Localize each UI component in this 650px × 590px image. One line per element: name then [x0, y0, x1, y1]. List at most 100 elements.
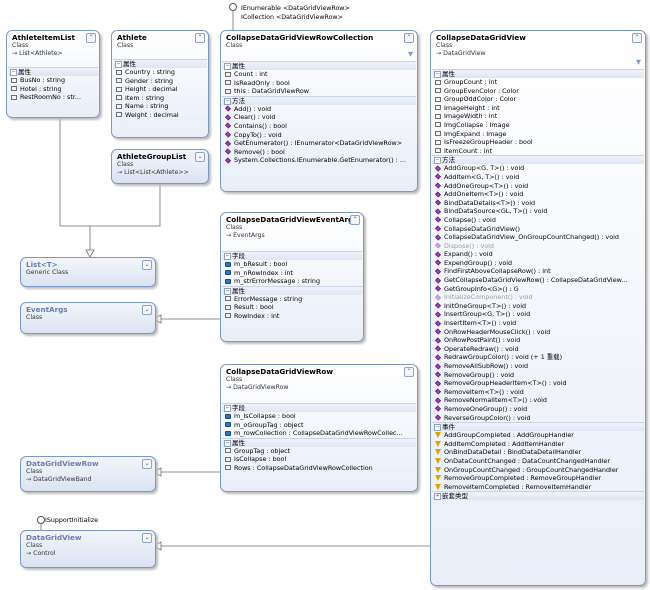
member-property: IsReadOnly : bool — [222, 79, 416, 88]
method-icon — [434, 319, 442, 327]
class-collapserowcollection[interactable]: CollapseDataGridViewRowCollection Class … — [220, 30, 418, 192]
field-icon — [225, 422, 231, 428]
member-event: RemoveGroupCompleted : RemoveGroupHandle… — [432, 474, 644, 483]
class-datagridviewrow[interactable]: DataGridViewRow Class → DataGridViewBand… — [20, 456, 156, 492]
section-header-events[interactable]: −事件 — [432, 422, 644, 432]
method-icon — [434, 225, 442, 232]
section-header-properties[interactable]: −属性 — [432, 69, 644, 78]
property-icon — [11, 94, 17, 100]
event-icon — [435, 440, 441, 447]
member-label: m_strErrorMessage : string — [234, 277, 321, 286]
class-datagridview[interactable]: DataGridView Class → Control ⌄ — [20, 530, 156, 568]
expand-toggle-icon[interactable]: ⌄ — [142, 459, 152, 469]
section-header-properties[interactable]: −属性 — [113, 59, 207, 68]
class-kind: Class — [26, 468, 43, 475]
member-method: CollapseDataGridView_OnGroupCountChanged… — [432, 233, 644, 242]
member-event: OnGroupCountChanged : GroupCountChangedH… — [432, 466, 644, 475]
method-icon — [434, 380, 442, 387]
member-method: Expand() : void — [432, 250, 644, 259]
member-label: RemoveNormalItem<T>() : void — [444, 396, 547, 405]
member-label: GetGroupInfo<G>() : G — [444, 284, 519, 293]
class-kind: Class — [226, 224, 243, 231]
member-method: RemoveItem<T>() : void — [432, 388, 644, 397]
member-label: IsReadOnly : bool — [234, 78, 290, 87]
expand-toggle-icon[interactable]: ⌄ — [142, 305, 152, 315]
section-header-fields[interactable]: −字段 — [222, 403, 416, 412]
inherit-line-grouplist — [89, 183, 161, 250]
member-label: RemoveGroupHeaderItem<T>() : void — [444, 379, 567, 388]
section-label: 属性 — [18, 68, 31, 76]
member-property: ErrorMessage : string — [222, 295, 362, 304]
section-header-properties[interactable]: −属性 — [222, 61, 416, 70]
method-icon — [434, 242, 442, 249]
class-list-t[interactable]: List<T> Generic Class ⌄ — [20, 257, 156, 287]
event-icon — [435, 466, 441, 473]
member-method: GetEnumerator() : IEnumerator<DataGridVi… — [222, 139, 416, 148]
section-header-methods[interactable]: −方法 — [222, 95, 416, 105]
member-label: m_bResult : bool — [234, 260, 288, 268]
class-header: AthleteGroupList Class → List<List<Athle… — [112, 150, 208, 177]
collapse-toggle-icon[interactable]: ⌃ — [195, 33, 205, 43]
member-property: BusNo : string — [8, 76, 98, 85]
class-header: CollapseDataGridViewRowCollection Class … — [221, 31, 417, 51]
property-icon — [435, 139, 441, 145]
class-athleteitemlist[interactable]: AthleteItemList Class → List<Athlete> ⌃ … — [6, 30, 100, 118]
class-base: → List<Athlete> — [12, 49, 63, 57]
filter-icon[interactable]: ▼ — [408, 50, 413, 58]
member-label: OnRowPostPaint() : void — [444, 336, 521, 345]
class-collapserow[interactable]: CollapseDataGridViewRow Class → DataGrid… — [220, 364, 418, 492]
member-event: AddItemCompleted : AddItemHandler — [432, 440, 644, 449]
class-base: → EventArgs — [226, 231, 265, 239]
section-header-nested[interactable]: +嵌套类型 — [432, 491, 644, 501]
section-label: 事件 — [442, 423, 455, 432]
filter-icon[interactable]: ▼ — [636, 58, 641, 66]
method-icon — [434, 354, 442, 361]
class-eventargs[interactable]: EventArgs Class ⌄ — [20, 302, 156, 334]
class-collapseeventargs[interactable]: CollapseDataGridViewEventArgs Class → Ev… — [220, 212, 364, 342]
method-icon — [434, 397, 442, 404]
property-icon — [225, 313, 231, 319]
class-athlete[interactable]: Athlete Class ⌃ −属性 Country : string Gen… — [111, 30, 209, 138]
member-event: AddGroupCompleted : AddGroupHandler — [432, 431, 644, 440]
member-label: Dispose() : void — [444, 241, 494, 250]
collapse-toggle-icon[interactable]: ⌃ — [350, 215, 360, 225]
member-property: IsFreezeGroupHeader : bool — [432, 138, 644, 147]
property-icon — [435, 148, 441, 154]
member-method: Dispose() : void — [432, 242, 644, 251]
member-label: InitOneGroup<T>() : void — [444, 301, 527, 310]
minus-icon: − — [434, 424, 441, 432]
collapse-toggle-icon[interactable]: ⌃ — [404, 33, 414, 43]
interface-label-isupportinitialize: ISupportInitialize — [45, 517, 99, 524]
property-icon — [225, 448, 231, 454]
member-field: m_bResult : bool — [222, 260, 362, 269]
expand-toggle-icon[interactable]: ⌄ — [142, 260, 152, 270]
method-icon — [224, 105, 232, 112]
section-header-fields[interactable]: −字段 — [222, 251, 362, 260]
class-collapsedatagridview[interactable]: CollapseDataGridView Class → DataGridVie… — [430, 30, 646, 586]
section-header-properties[interactable]: −属性 — [8, 67, 98, 76]
class-athletegrouplist[interactable]: AthleteGroupList Class → List<List<Athle… — [111, 149, 209, 184]
section-header-properties[interactable]: −属性 — [222, 285, 362, 295]
collapse-toggle-icon[interactable]: ⌃ — [632, 33, 642, 43]
property-icon — [116, 86, 122, 92]
member-label: OnBindDataDetail : BindDataDetailHandler — [444, 448, 582, 457]
member-method: AddGroup<G, T>() : void — [432, 164, 644, 173]
section-header-properties[interactable]: −属性 — [222, 437, 416, 447]
collapse-toggle-icon[interactable]: ⌃ — [404, 367, 414, 377]
member-field: m_oGroupTag : object — [222, 421, 416, 430]
member-label: RemoveItemCompleted : RemoveItemHandler — [444, 482, 592, 491]
expand-toggle-icon[interactable]: ⌄ — [142, 533, 152, 543]
expand-toggle-icon[interactable]: ⌄ — [195, 152, 205, 162]
section-label: 字段 — [232, 404, 245, 412]
member-property: GroupEvenColor : Color — [432, 87, 644, 96]
member-label: RedrawGroupColor() : void (+ 1 重载) — [444, 353, 563, 362]
section-header-methods[interactable]: −方法 — [432, 155, 644, 165]
collapse-toggle-icon[interactable]: ⌃ — [86, 33, 96, 43]
fields-section: −字段 m_IsCollapse : bool m_oGroupTag : ob… — [222, 403, 416, 473]
member-method: InitOneGroup<T>() : void — [432, 302, 644, 311]
class-kind: Class — [436, 42, 453, 49]
member-label: BindDataDetails<T>() : void — [444, 198, 536, 207]
member-label: BusNo : string — [20, 76, 66, 84]
member-label: m_IsCollapse : bool — [234, 412, 296, 420]
